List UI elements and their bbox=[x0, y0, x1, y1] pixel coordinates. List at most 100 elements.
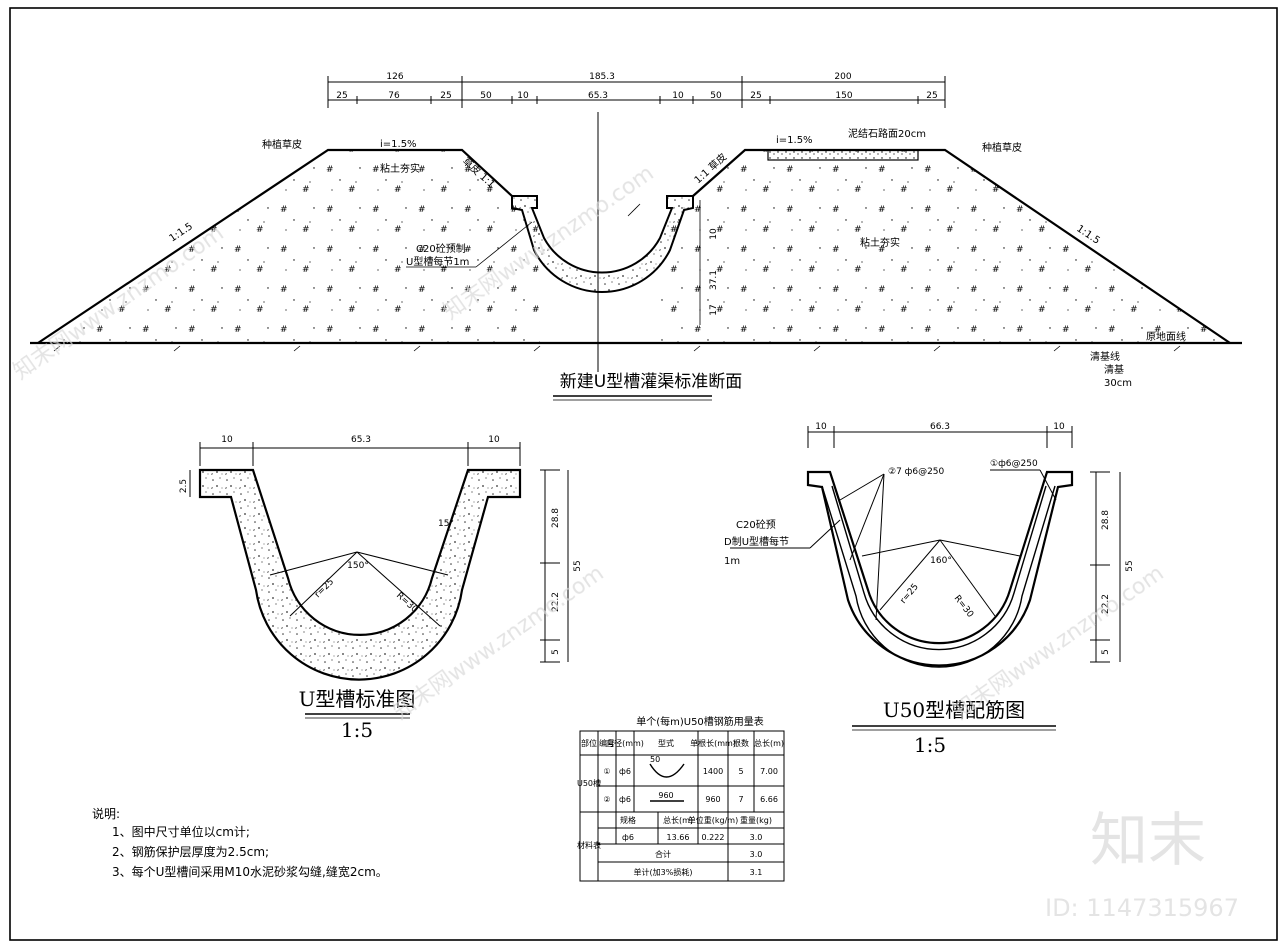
mh-weight: 重量(kg) bbox=[740, 815, 772, 825]
td-r1-no: ① bbox=[603, 767, 610, 776]
note-3: 3、每个U型槽间采用M10水泥砂浆勾缝,缝宽2cm。 bbox=[112, 864, 388, 879]
dim-sub-3: 50 bbox=[480, 91, 492, 101]
md-len: 13.66 bbox=[667, 833, 690, 842]
drawing-border bbox=[9, 7, 1278, 941]
dim-sub-7: 50 bbox=[710, 91, 722, 101]
dim-sub-5: 65.3 bbox=[588, 91, 608, 101]
fill-left: 粘土夯实 bbox=[380, 162, 420, 175]
grade-left: i=1.5% bbox=[380, 139, 417, 150]
ur-dim-right-2: 22.2 bbox=[1101, 594, 1111, 614]
td-r2-shape: 960 bbox=[658, 791, 673, 800]
ur-note-2: D制U型槽每节 bbox=[724, 535, 789, 548]
dim-top-2: 200 bbox=[834, 72, 851, 82]
mh-spec: 规格 bbox=[620, 815, 636, 825]
td-r2-count: 7 bbox=[738, 795, 743, 804]
dim-sub-9: 150 bbox=[835, 91, 852, 101]
th-dia: 直径(mm) bbox=[606, 738, 644, 748]
dim-sub-0: 25 bbox=[336, 91, 347, 101]
top-dimensions bbox=[327, 76, 946, 108]
dim-top-0: 126 bbox=[386, 72, 403, 82]
ground-line-label: 原地面线 bbox=[1146, 330, 1186, 343]
u-rebar-dims bbox=[730, 426, 1121, 663]
ur-dim-right-3: 5 bbox=[1101, 649, 1111, 655]
th-part: 部位 bbox=[581, 738, 597, 748]
fill-right: 粘土夯实 bbox=[860, 236, 900, 249]
grass-right: 种植草皮 bbox=[982, 141, 1022, 154]
ur-note-3: 1m bbox=[724, 556, 740, 567]
us-dim-top-2: 10 bbox=[488, 435, 500, 445]
ur-dim-top-0: 10 bbox=[815, 422, 827, 432]
clearing-label-3: 30cm bbox=[1104, 378, 1132, 389]
md-weight: 3.0 bbox=[750, 833, 763, 842]
grade-right: i=1.5% bbox=[776, 135, 813, 146]
wm-brand: 知末 bbox=[1090, 806, 1206, 874]
left-embankment-outline bbox=[37, 148, 513, 344]
clearing-label-2: 清基 bbox=[1104, 363, 1124, 376]
pavement-label: 泥结石路面20cm bbox=[848, 127, 926, 140]
section-title: 新建U型槽灌渠标准断面 bbox=[560, 372, 742, 392]
td-r1-shape: 50 bbox=[650, 755, 660, 764]
us-dim-right-1: 55 bbox=[573, 560, 583, 571]
td-r2-no: ② bbox=[603, 795, 610, 804]
ur-angle: 160° bbox=[930, 556, 952, 566]
section-u-channel bbox=[511, 195, 694, 294]
vdim-2: 17 bbox=[709, 304, 719, 315]
mh-len: 总长(m) bbox=[663, 815, 693, 825]
td-r2-len: 960 bbox=[705, 795, 720, 804]
td-r1-count: 5 bbox=[738, 767, 743, 776]
right-embankment-fill bbox=[655, 150, 1230, 343]
us-dim-right-2: 22.2 bbox=[551, 592, 561, 612]
ur-dim-top-1: 66.3 bbox=[930, 422, 950, 432]
dim-sub-1: 76 bbox=[388, 91, 400, 101]
grass-left: 种植草皮 bbox=[262, 138, 302, 151]
ur-radius-2: R=30 bbox=[952, 594, 976, 620]
th-shape: 型式 bbox=[658, 738, 674, 748]
us-angle-side: 15° bbox=[438, 519, 454, 529]
md-spec: ф6 bbox=[622, 833, 634, 842]
dim-sub-8: 25 bbox=[750, 91, 761, 101]
u-standard-scale: 1:5 bbox=[341, 718, 373, 742]
sum-label: 合计 bbox=[655, 849, 671, 859]
notes-heading: 说明: bbox=[92, 806, 120, 821]
left-embankment-fill bbox=[38, 150, 540, 343]
sum-value: 3.0 bbox=[750, 850, 763, 859]
vdim-0: 10 bbox=[709, 228, 719, 240]
dim-sub-4: 10 bbox=[517, 91, 529, 101]
note-1: 1、图中尺寸单位以cm计; bbox=[112, 824, 250, 839]
main-section: 126 185.3 200 25 76 25 50 10 65.3 10 50 … bbox=[30, 72, 1242, 401]
u-rebar-drawing: 10 66.3 10 28.8 55 22.2 5 ②7 ф6@250 ①ф6@… bbox=[724, 422, 1135, 757]
u-standard-title: U型槽标准图 bbox=[299, 687, 416, 711]
mh-unit: 单位重(kg/m) bbox=[688, 815, 738, 825]
us-dim-right-0: 28.8 bbox=[551, 508, 561, 528]
md-unit: 0.222 bbox=[702, 833, 725, 842]
ur-note-1: C20砼预 bbox=[736, 518, 776, 531]
dim-sub-6: 10 bbox=[672, 91, 684, 101]
td-r2-total: 6.66 bbox=[760, 795, 778, 804]
dim-top-1: 185.3 bbox=[589, 72, 615, 82]
unit-value: 3.1 bbox=[750, 868, 763, 877]
ur-rebar-2: ②7 ф6@250 bbox=[888, 467, 945, 477]
td-part: U50槽 bbox=[577, 778, 601, 788]
clearing-label-1: 清基线 bbox=[1090, 350, 1120, 363]
dim-sub-10: 25 bbox=[926, 91, 937, 101]
rebar-table: 单个(每m)U50槽钢筋用量表 部位 编号 直径(mm) 型式 单根长(mm) … bbox=[577, 715, 785, 882]
unit-label: 单计(加3%损耗) bbox=[634, 867, 693, 877]
note-2: 2、钢筋保护层厚度为2.5cm; bbox=[112, 844, 269, 859]
us-dim-top-1: 65.3 bbox=[351, 435, 371, 445]
us-angle: 150° bbox=[347, 561, 369, 571]
notes: 说明: 1、图中尺寸单位以cm计; 2、钢筋保护层厚度为2.5cm; 3、每个U… bbox=[92, 806, 388, 879]
mat-label: 材料表 bbox=[577, 840, 601, 850]
vdim-1: 37.1 bbox=[709, 270, 719, 290]
td-r2-dia: ф6 bbox=[619, 795, 631, 804]
u-rebar-scale: 1:5 bbox=[914, 733, 946, 757]
table-title: 单个(每m)U50槽钢筋用量表 bbox=[636, 715, 764, 728]
precast-label-1: C20砼预制 bbox=[416, 242, 466, 255]
td-r1-total: 7.00 bbox=[760, 767, 778, 776]
us-dim-top-0: 10 bbox=[221, 435, 233, 445]
u-standard-dims bbox=[189, 442, 569, 663]
u-standard-drawing: 10 65.3 10 28.8 55 22.2 5 2.5 150° 15° r… bbox=[179, 435, 583, 742]
th-no: 编号 bbox=[599, 738, 615, 748]
th-count: 根数 bbox=[733, 738, 749, 748]
us-radius-1: r=25 bbox=[313, 577, 336, 600]
td-r1-dia: ф6 bbox=[619, 767, 631, 776]
